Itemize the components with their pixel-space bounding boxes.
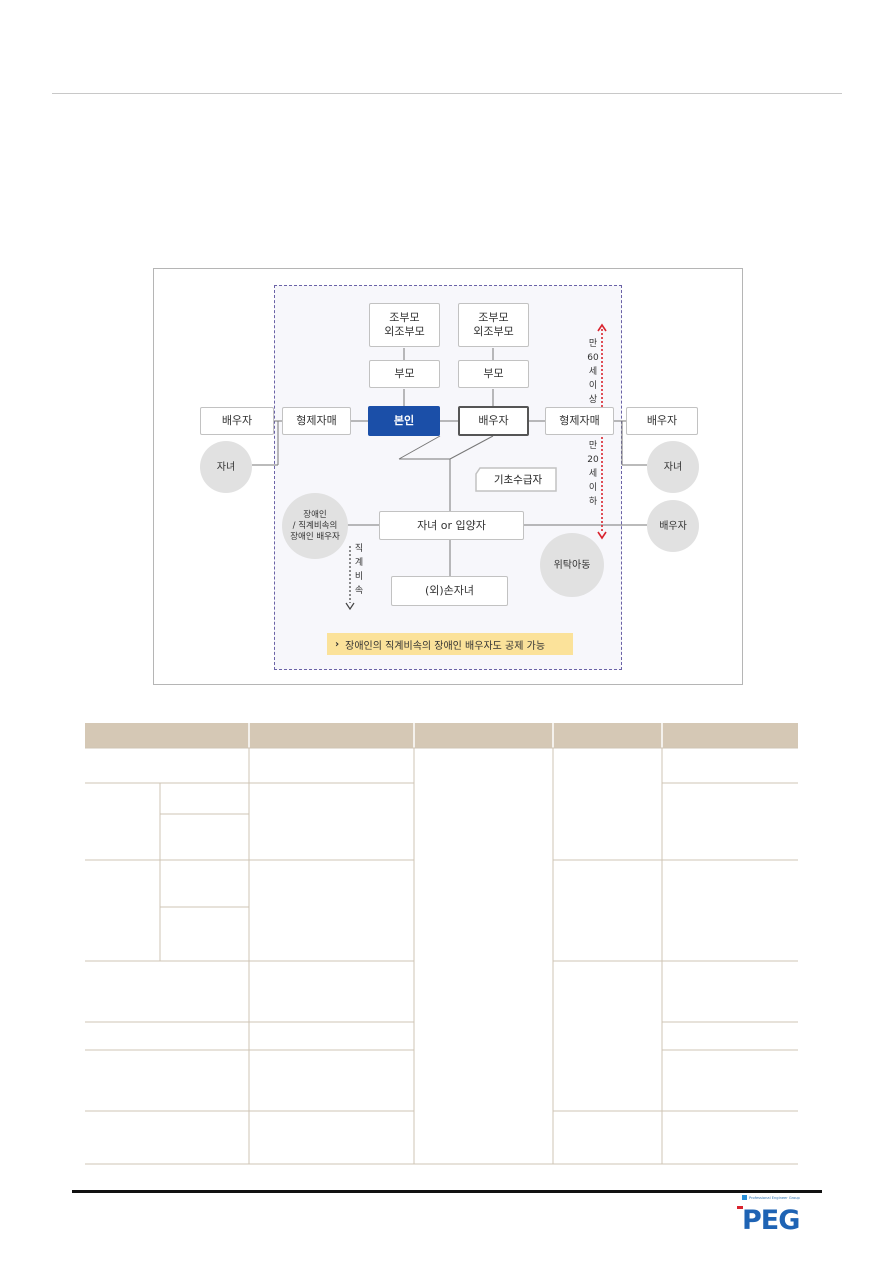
chevron-right-icon: › [335,638,340,650]
spouse-box: 배우자 [458,406,529,436]
family-deduction-diagram: 조부모 외조부모 조부모 외조부모 부모 부모 배우자 형제자매 본인 배우자 … [153,268,743,685]
siblings-box-right: 형제자매 [545,407,614,435]
banner-text: 장애인의 직계비속의 장애인 배우자도 공제 가능 [345,640,546,652]
disabled-spouse-circle: 장애인 / 직계비속의 장애인 배우자 [282,493,348,559]
self-box: 본인 [368,406,440,436]
sibling-child-circle-right: 자녀 [647,441,699,493]
grandparents-box-right: 조부모 외조부모 [458,303,529,347]
parents-box-right: 부모 [458,360,529,388]
sibling-spouse-box-right: 배우자 [626,407,698,435]
deduction-note-banner: › 장애인의 직계비속의 장애인 배우자도 공제 가능 [327,633,573,655]
sibling-child-circle-left: 자녀 [200,441,252,493]
peg-logo: Professional Engineer Group PEG [736,1194,816,1236]
sibling-spouse-box-left: 배우자 [200,407,274,435]
peg-logo-icon: Professional Engineer Group PEG [737,1195,801,1236]
header-rule [52,93,842,94]
foster-child-circle: 위탁아동 [540,533,604,597]
table-grid [85,723,798,1165]
basic-recipient-label: 기초수급자 [493,474,543,486]
grandchildren-box: (외)손자녀 [391,576,508,606]
siblings-box-left: 형제자매 [282,407,351,435]
child-spouse-circle: 배우자 [647,500,699,552]
lineal-descendant-label: 직 계 비 속 [354,544,364,596]
svg-text:PEG: PEG [742,1205,799,1234]
children-box: 자녀 or 입양자 [379,511,524,540]
footer-rule [72,1190,822,1193]
svg-text:Professional Engineer Group: Professional Engineer Group [749,1196,801,1200]
parents-box-left: 부모 [369,360,440,388]
grandparents-box-left: 조부모 외조부모 [369,303,440,347]
connector-lines [252,323,647,611]
age-60-label: 만 60 세 이 상 [587,339,599,405]
age-20-label: 만 20 세 이 하 [587,441,599,507]
